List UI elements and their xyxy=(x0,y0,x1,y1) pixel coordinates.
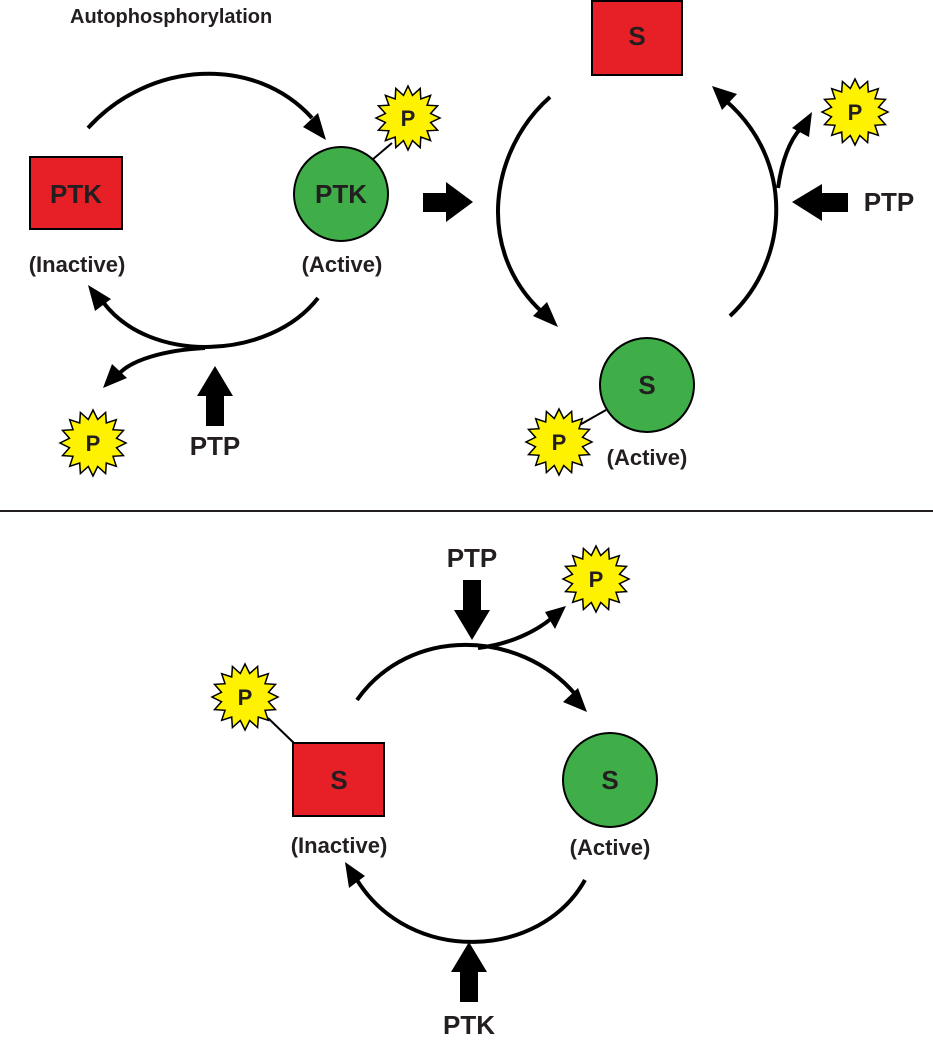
substrate-active-state: (Active) xyxy=(607,445,688,470)
panel-title: Autophosphorylation xyxy=(70,6,272,28)
ptk-inactive-state: (Inactive) xyxy=(29,252,126,277)
ptk-label-bottom: PTK xyxy=(443,1010,495,1040)
phosphate-starburst-substrate-released: P xyxy=(820,77,890,147)
phosphate-release-arrow xyxy=(116,346,206,377)
ptp-block-arrow-up xyxy=(197,366,233,426)
inactivation-arrow xyxy=(101,296,320,349)
phosphate-release-arrowhead xyxy=(103,364,127,388)
phosphate-starburst-substrate: P xyxy=(524,407,594,477)
ptk-block-arrow-up xyxy=(451,942,487,1002)
substrate-active-circle xyxy=(599,337,695,433)
substrate-activation-arrowhead xyxy=(533,302,558,327)
substrate-phosphate-release-arrowhead xyxy=(792,112,812,137)
bottom-activation-arrowhead xyxy=(563,688,587,712)
bottom-phosphate-release-arrowhead xyxy=(545,606,566,629)
bottom-activation-arrow xyxy=(355,643,577,702)
phosphate-label: P xyxy=(401,106,416,131)
ptp-label: PTP xyxy=(190,431,241,461)
inactivation-arrowhead xyxy=(88,285,111,311)
ptk-active-circle xyxy=(293,146,389,242)
ptk-active-state: (Active) xyxy=(302,252,383,277)
bottom-substrate-phosphate-link xyxy=(267,717,297,746)
bottom-phosphate-release-arrow xyxy=(477,616,554,650)
bottom-substrate-active-circle xyxy=(562,732,658,828)
bottom-substrate-active-label: S xyxy=(601,765,618,795)
phosphate-label: P xyxy=(238,685,253,710)
ptk-to-substrate-block-arrow xyxy=(423,182,473,222)
ptp-label-right: PTP xyxy=(864,187,915,217)
ptp-block-arrow-left xyxy=(792,184,848,221)
ptk-inactive-square xyxy=(29,156,123,230)
activation-arrow xyxy=(86,71,314,130)
phosphate-starburst-released: P xyxy=(58,408,128,478)
phosphate-label: P xyxy=(589,567,604,592)
activation-arrowhead xyxy=(303,113,326,140)
substrate-activation-arrow xyxy=(496,95,552,314)
bottom-substrate-inactive-square xyxy=(292,742,385,817)
ptk-phosphate-link xyxy=(371,142,393,161)
substrate-active-label: S xyxy=(638,370,655,400)
phosphate-label: P xyxy=(848,100,863,125)
phosphate-starburst-bottom-released: P xyxy=(561,544,631,614)
ptp-label-bottom: PTP xyxy=(447,543,498,573)
ptp-block-arrow-down xyxy=(454,580,490,640)
substrate-inactive-square xyxy=(591,0,683,76)
bottom-inactivation-arrow xyxy=(355,878,587,944)
ptk-active-label: PTK xyxy=(315,179,367,209)
bottom-substrate-active-state: (Active) xyxy=(570,835,651,860)
bottom-substrate-inactive-label: S xyxy=(330,765,347,795)
substrate-inactive-label: S xyxy=(628,21,645,51)
phosphate-label: P xyxy=(86,431,101,456)
substrate-phosphate-release-arrow xyxy=(776,126,803,189)
substrate-inactivation-arrow xyxy=(723,98,779,318)
ptk-inactive-label: PTK xyxy=(50,179,102,209)
bottom-inactivation-arrowhead xyxy=(345,862,365,888)
phosphate-label: P xyxy=(552,430,567,455)
substrate-inactivation-arrowhead xyxy=(712,86,737,110)
bottom-substrate-inactive-state: (Inactive) xyxy=(291,833,388,858)
phosphate-starburst-ptk: P xyxy=(374,84,442,152)
phosphate-starburst-bottom-substrate: P xyxy=(210,662,280,732)
